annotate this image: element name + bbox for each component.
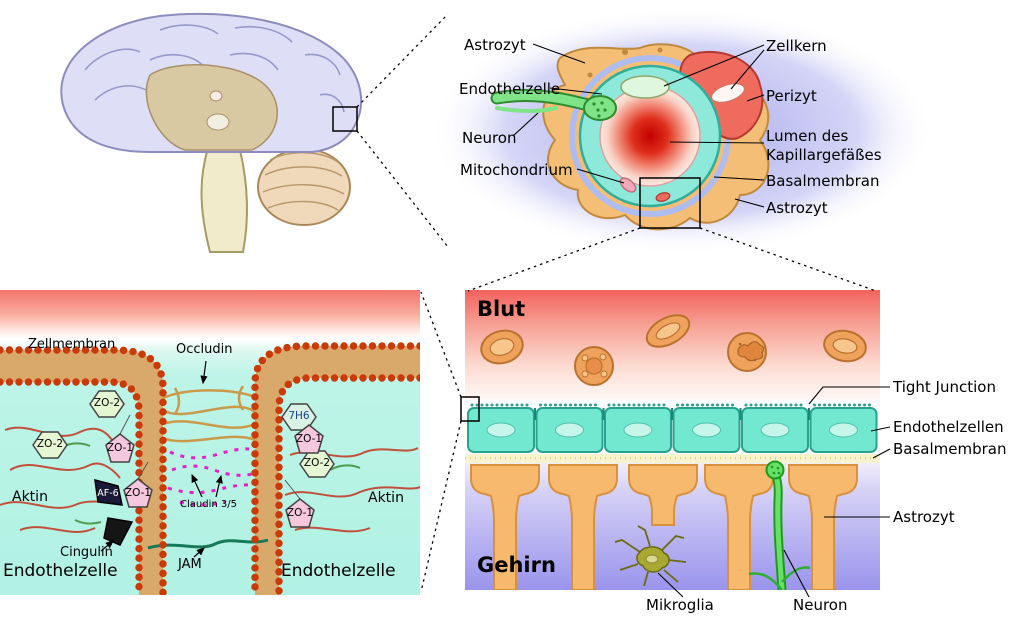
- membrane-beads: [0, 342, 420, 595]
- af6-shape: [94, 478, 123, 506]
- label-aktin-left: Aktin: [12, 489, 48, 505]
- label-basalmembran-wall: Basalmembran: [893, 440, 1007, 458]
- label-zellmembran: Zellmembran: [28, 337, 116, 352]
- label-gehirn: Gehirn: [477, 553, 556, 577]
- left-membrane-band: [0, 350, 163, 595]
- label-lumen-line1: Lumen des: [766, 127, 849, 145]
- limbic-region: [145, 64, 278, 151]
- label-lumen: Lumen des Kapillargefäßes: [766, 127, 882, 165]
- label-zo2-right: ZO-2: [303, 457, 331, 469]
- cingulin-shape: [103, 517, 134, 546]
- label-blut: Blut: [477, 297, 526, 321]
- label-zellkern: Zellkern: [766, 37, 827, 55]
- h7h6-hexagon: [281, 403, 317, 431]
- right-membrane-band: [255, 346, 420, 595]
- label-astrozyt-bottom: Astrozyt: [766, 199, 828, 217]
- zo2-hexagon-left: [32, 431, 68, 459]
- label-cingulin: Cingulin: [60, 545, 113, 560]
- capillary-lumen: [599, 85, 701, 187]
- endothelial-nucleus: [620, 75, 670, 99]
- label-tight-junction: Tight Junction: [893, 378, 996, 396]
- astrocyte-granule: [657, 47, 663, 53]
- label-mitochondrium: Mitochondrium: [460, 161, 573, 179]
- label-zo1-right-upper: ZO-1: [295, 433, 323, 445]
- basal-membrane-band: [465, 454, 880, 463]
- zo1-pentagon-right-upper: [294, 424, 324, 454]
- blood-cells: [480, 314, 867, 386]
- label-jam: JAM: [178, 557, 202, 572]
- label-endothelzelle-right: Endothelzelle: [281, 561, 396, 581]
- zo1-pentagon-right-lower: [285, 498, 315, 528]
- zo2-hexagon-top: [89, 390, 125, 418]
- astrocyte-granule: [587, 72, 593, 78]
- label-zo1-center: ZO-1: [124, 487, 152, 499]
- label-endothelzelle-left: Endothelzelle: [3, 561, 118, 581]
- label-astrozyt-top: Astrozyt: [464, 36, 526, 54]
- label-neuron-wall: Neuron: [793, 596, 848, 614]
- jam-strand: [147, 538, 269, 550]
- zo1-pentagon-center: [123, 478, 153, 508]
- occludin-strands: [162, 385, 256, 443]
- actin-filaments: [0, 426, 420, 533]
- label-perizyt: Perizyt: [766, 87, 817, 105]
- blood-zone: [465, 290, 880, 408]
- ventricle-small: [209, 90, 223, 102]
- label-astrozyt-wall: Astrozyt: [893, 508, 955, 526]
- tight-junction-marks: [534, 408, 810, 420]
- astrocyte-granule: [622, 49, 628, 55]
- astrocyte-endfeet: [470, 464, 858, 590]
- cerebellum-striations: [262, 152, 345, 211]
- brainstem: [200, 146, 248, 253]
- junction-background: [0, 290, 420, 595]
- label-occludin: Occludin: [176, 342, 233, 357]
- tight-junction-detail: [0, 290, 420, 595]
- label-endothelzellen: Endothelzellen: [893, 418, 1004, 436]
- label-lumen-line2: Kapillargefäßes: [766, 145, 882, 164]
- label-zo1-right-lower: ZO-1: [286, 507, 314, 519]
- label-zo2-left: ZO-2: [36, 438, 64, 450]
- brain-illustration: [60, 12, 363, 253]
- zo1-pentagon-left: [105, 433, 135, 463]
- neuron-cell: [748, 460, 811, 590]
- label-af6: AF-6: [97, 488, 119, 499]
- label-endothelzelle: Endothelzelle: [459, 80, 561, 98]
- vessel-wall-panel: [465, 290, 880, 590]
- label-7h6: 7H6: [288, 410, 310, 422]
- label-zo2-top: ZO-2: [93, 397, 121, 409]
- label-neuron: Neuron: [462, 129, 517, 147]
- claudin-dashes: [167, 447, 253, 507]
- neuron-process: [490, 88, 617, 121]
- label-zo1-left: ZO-1: [106, 442, 134, 454]
- label-mikroglia: Mikroglia: [646, 596, 714, 614]
- ventricle: [206, 113, 230, 131]
- scaffold-proteins: [32, 390, 335, 546]
- label-basalmembran-capillary: Basalmembran: [766, 172, 880, 190]
- label-aktin-right: Aktin: [368, 490, 404, 506]
- label-claudin: Claudin 3/5: [180, 499, 237, 510]
